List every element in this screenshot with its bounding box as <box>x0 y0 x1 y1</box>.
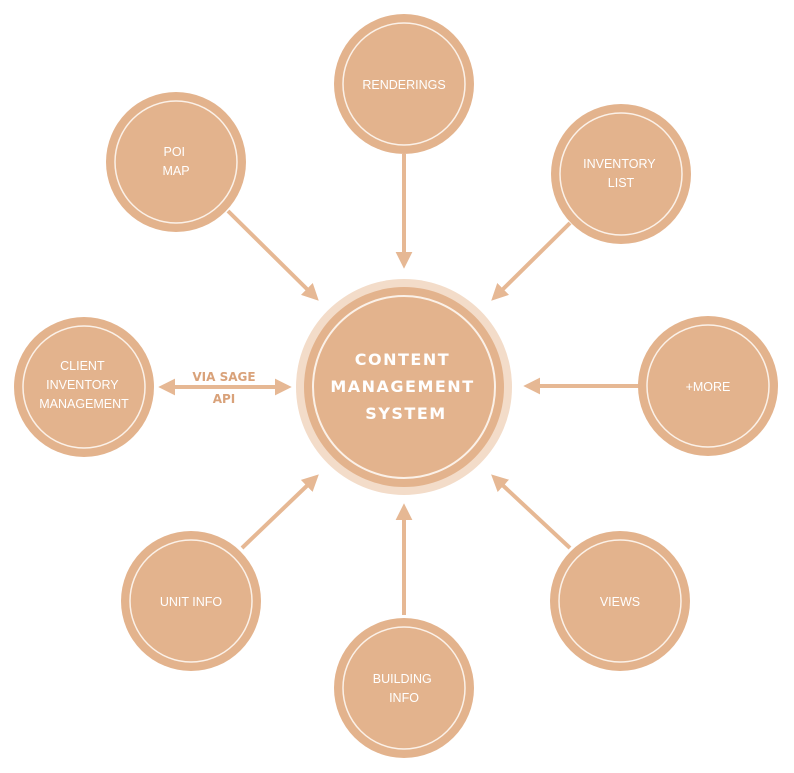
arrow-poi-map <box>226 209 319 301</box>
node-inventory-list-label-line2: LIST <box>608 176 635 190</box>
node-renderings[interactable]: RENDERINGS <box>334 14 474 154</box>
node-client-inventory-label-line2: INVENTORY <box>46 378 119 392</box>
node-building-info-label-line2: INFO <box>389 691 419 705</box>
center-label-line2: MANAGEMENT <box>330 377 474 396</box>
center-label: CONTENT MANAGEMENT SYSTEM <box>330 350 481 423</box>
api-label-line1: VIA SAGE <box>192 370 255 384</box>
node-client-inventory[interactable]: CLIENT INVENTORY MANAGEMENT <box>14 317 154 457</box>
node-views[interactable]: VIEWS <box>550 531 690 671</box>
node-unit-info-label: UNIT INFO <box>160 595 223 609</box>
svg-text:VIEWS: VIEWS <box>600 595 640 609</box>
node-building-info[interactable]: BUILDING INFO <box>334 618 474 758</box>
svg-text:CLIENT INVENTORY M: CLIENT INVENTORY MANAGEMENT <box>39 359 129 411</box>
node-inventory-list-label-line1: INVENTORY <box>583 157 656 171</box>
arrow-inventory-list <box>491 221 572 301</box>
arrow-views <box>491 474 572 550</box>
svg-text:UNIT INFO: UNIT INFO <box>160 595 223 609</box>
arrows <box>158 154 640 615</box>
node-client-inventory-label-line1: CLIENT <box>60 359 105 373</box>
node-more-label: +MORE <box>686 380 731 394</box>
node-more[interactable]: +MORE <box>638 316 778 456</box>
node-unit-info[interactable]: UNIT INFO <box>121 531 261 671</box>
svg-text:BUILDING INFO: BUILDING INFO <box>373 672 436 705</box>
node-poi-map[interactable]: POI MAP <box>106 92 246 232</box>
center-node: CONTENT MANAGEMENT SYSTEM <box>296 279 512 495</box>
node-client-inventory-label-line3: MANAGEMENT <box>39 397 129 411</box>
node-building-info-label-line1: BUILDING <box>373 672 432 686</box>
node-renderings-label: RENDERINGS <box>362 78 445 92</box>
svg-text:INVENTORY LIST: INVENTORY LIST <box>583 157 659 190</box>
api-link-label: VIA SAGE API <box>192 370 255 406</box>
node-inventory-list[interactable]: INVENTORY LIST <box>551 104 691 244</box>
node-poi-map-label-line2: MAP <box>162 164 189 178</box>
center-node-ring <box>312 295 496 479</box>
svg-text:RENDERINGS: RENDERINGS <box>362 78 445 92</box>
svg-text:POI MAP: POI MAP <box>162 145 189 178</box>
node-poi-map-label-line1: POI <box>163 145 185 159</box>
center-node-circle <box>304 287 504 487</box>
center-label-line1: CONTENT <box>355 350 450 369</box>
node-views-label: VIEWS <box>600 595 640 609</box>
center-label-line3: SYSTEM <box>365 404 446 423</box>
api-label-line2: API <box>213 392 236 406</box>
svg-text:+MORE: +MORE <box>686 380 731 394</box>
arrow-unit-info <box>240 474 319 550</box>
